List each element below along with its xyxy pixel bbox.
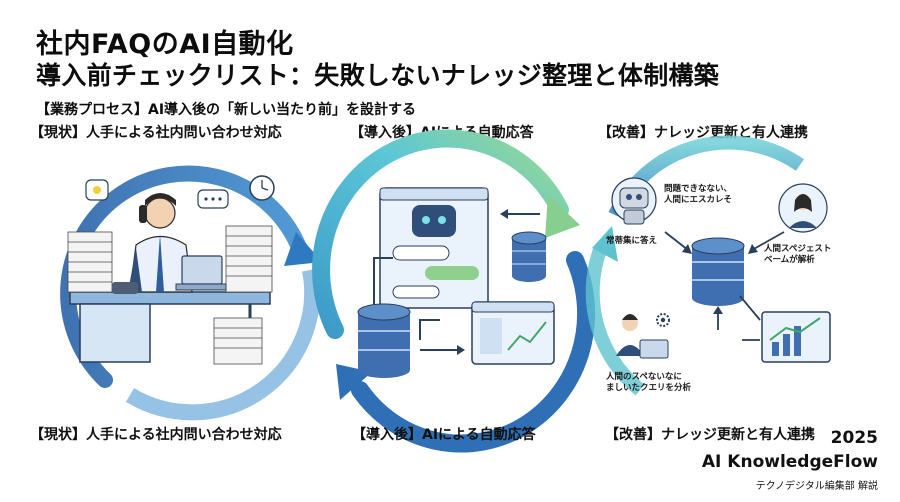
escalation-caption: 問題できなない、 人間にエスカレそ bbox=[664, 184, 733, 205]
knowledge-update-illustration bbox=[611, 177, 831, 363]
database-icon bbox=[691, 237, 745, 306]
panel-1-heading: 【現状】人手による社内問い合わせ対応 bbox=[30, 125, 282, 141]
title-line-1: 社内FAQのAI自動化 bbox=[36, 29, 294, 60]
brand-credit: テクノデジタル編集部 解説 bbox=[755, 481, 878, 492]
panel-3-heading: 【改善】ナレッジ更新と有人連携 bbox=[598, 125, 808, 141]
panel-3-footer: 【改善】ナレッジ更新と有人連携 bbox=[605, 427, 815, 443]
database-icon bbox=[511, 231, 547, 282]
subtitle: 【業務プロセス】AI導入後の「新しい当たり前」を設計する bbox=[36, 102, 417, 118]
specialist-caption: 人間スペジェスト ベームが解析 bbox=[764, 244, 832, 265]
panel-2-footer: 【導入後】AIによる自動応答 bbox=[352, 427, 536, 443]
brand-name: AI KnowledgeFlow bbox=[701, 452, 878, 472]
database-icon bbox=[357, 303, 411, 378]
panel-1-footer: 【現状】人手による社内問い合わせ対応 bbox=[30, 427, 282, 443]
ai-chat-illustration bbox=[357, 187, 555, 378]
worker-illustration bbox=[67, 175, 275, 365]
analysis-caption: 人間のスペないなに ましいたクエリを分析 bbox=[606, 372, 692, 393]
title-line-2: 導入前チェックリスト：失敗しないナレッジ整理と体制構築 bbox=[36, 61, 720, 90]
faq-answer-caption: 常蒂集に答え bbox=[606, 236, 658, 246]
brand-year: 2025 bbox=[830, 428, 878, 448]
